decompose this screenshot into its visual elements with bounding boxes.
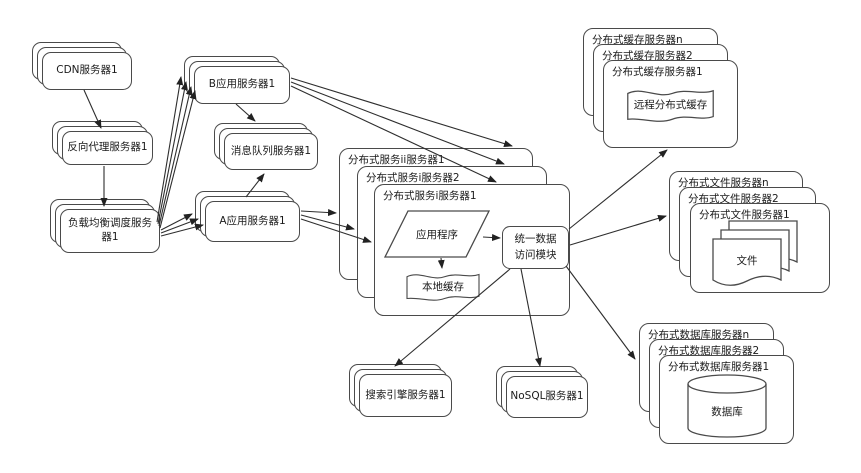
distributed-file-back-label: 分布式文件服务器n [678,177,769,189]
arrow-module-to-cache [568,149,668,230]
message-queue-label: 消息队列服务器1 [224,133,318,170]
search-engine-label: 搜索引擎服务器1 [359,374,452,417]
arrow-b-to-services [290,77,513,147]
distributed-service-middle-label: 分布式服务i服务器2 [366,172,460,184]
distributed-service-front-label: 分布式服务i服务器1 [383,190,477,202]
application-parallelogram [384,210,490,258]
app-server-b-label: B应用服务器1 [194,66,290,104]
file-label: 文件 [736,255,758,267]
search-engine-stack: 搜索引擎服务器1 [349,364,452,417]
distributed-db-front-label: 分布式数据库服务器1 [668,361,770,373]
data-access-module-label-line2: 访问模块 [514,248,557,261]
distributed-db-middle-label: 分布式数据库服务器2 [658,345,760,357]
data-access-module-label-line1: 统一数据 [514,233,557,246]
nosql-label: NoSQL服务器1 [506,376,588,418]
message-queue-stack: 消息队列服务器1 [214,123,318,170]
data-access-module-box: 统一数据 访问模块 [502,226,569,269]
distributed-file-middle-label: 分布式文件服务器2 [688,193,779,205]
load-balancer-stack: 负载均衡调度服务器1 [50,199,160,253]
reverse-proxy-stack: 反向代理服务器1 [52,121,153,165]
arrow-module-to-db [565,265,636,360]
file-documents-shape [712,220,798,291]
app-server-a-stack: A应用服务器1 [195,191,300,242]
nosql-stack: NoSQL服务器1 [496,366,588,418]
remote-cache-label: 远程分布式缓存 [633,99,708,111]
distributed-cache-middle-label: 分布式缓存服务器2 [602,50,693,62]
arrow-module-to-file [569,214,667,246]
arrow-lb-to-b [158,86,193,227]
arrow-lb-to-b [156,76,184,223]
database-cylinder [686,374,768,438]
arrow-lb-to-b [159,90,197,229]
distributed-cache-back-label: 分布式缓存服务器n [592,34,683,46]
cdn-server-stack: CDN服务器1 [32,42,132,90]
reverse-proxy-label: 反向代理服务器1 [62,131,153,165]
app-server-a-label: A应用服务器1 [205,201,300,242]
distributed-service-back-label: 分布式服务ii服务器1 [348,154,445,166]
distributed-cache-front-label: 分布式缓存服务器1 [612,66,703,78]
arrow-lb-to-a [160,218,199,234]
app-server-b-stack: B应用服务器1 [184,56,290,104]
arrow-lb-to-a [160,213,193,231]
distributed-file-front-label: 分布式文件服务器1 [699,209,790,221]
cdn-server-label: CDN服务器1 [42,52,132,90]
database-label: 数据库 [711,406,743,418]
load-balancer-label: 负载均衡调度服务器1 [60,209,160,253]
arrow-lb-to-b [157,81,188,225]
distributed-db-back-label: 分布式数据库服务器n [648,329,750,341]
local-cache-label: 本地缓存 [422,281,464,293]
arrow-a-to-services [300,209,337,217]
remote-cache-shape [626,82,715,128]
arrow-b-to-mq [235,103,256,122]
application-label: 应用程序 [416,229,458,241]
